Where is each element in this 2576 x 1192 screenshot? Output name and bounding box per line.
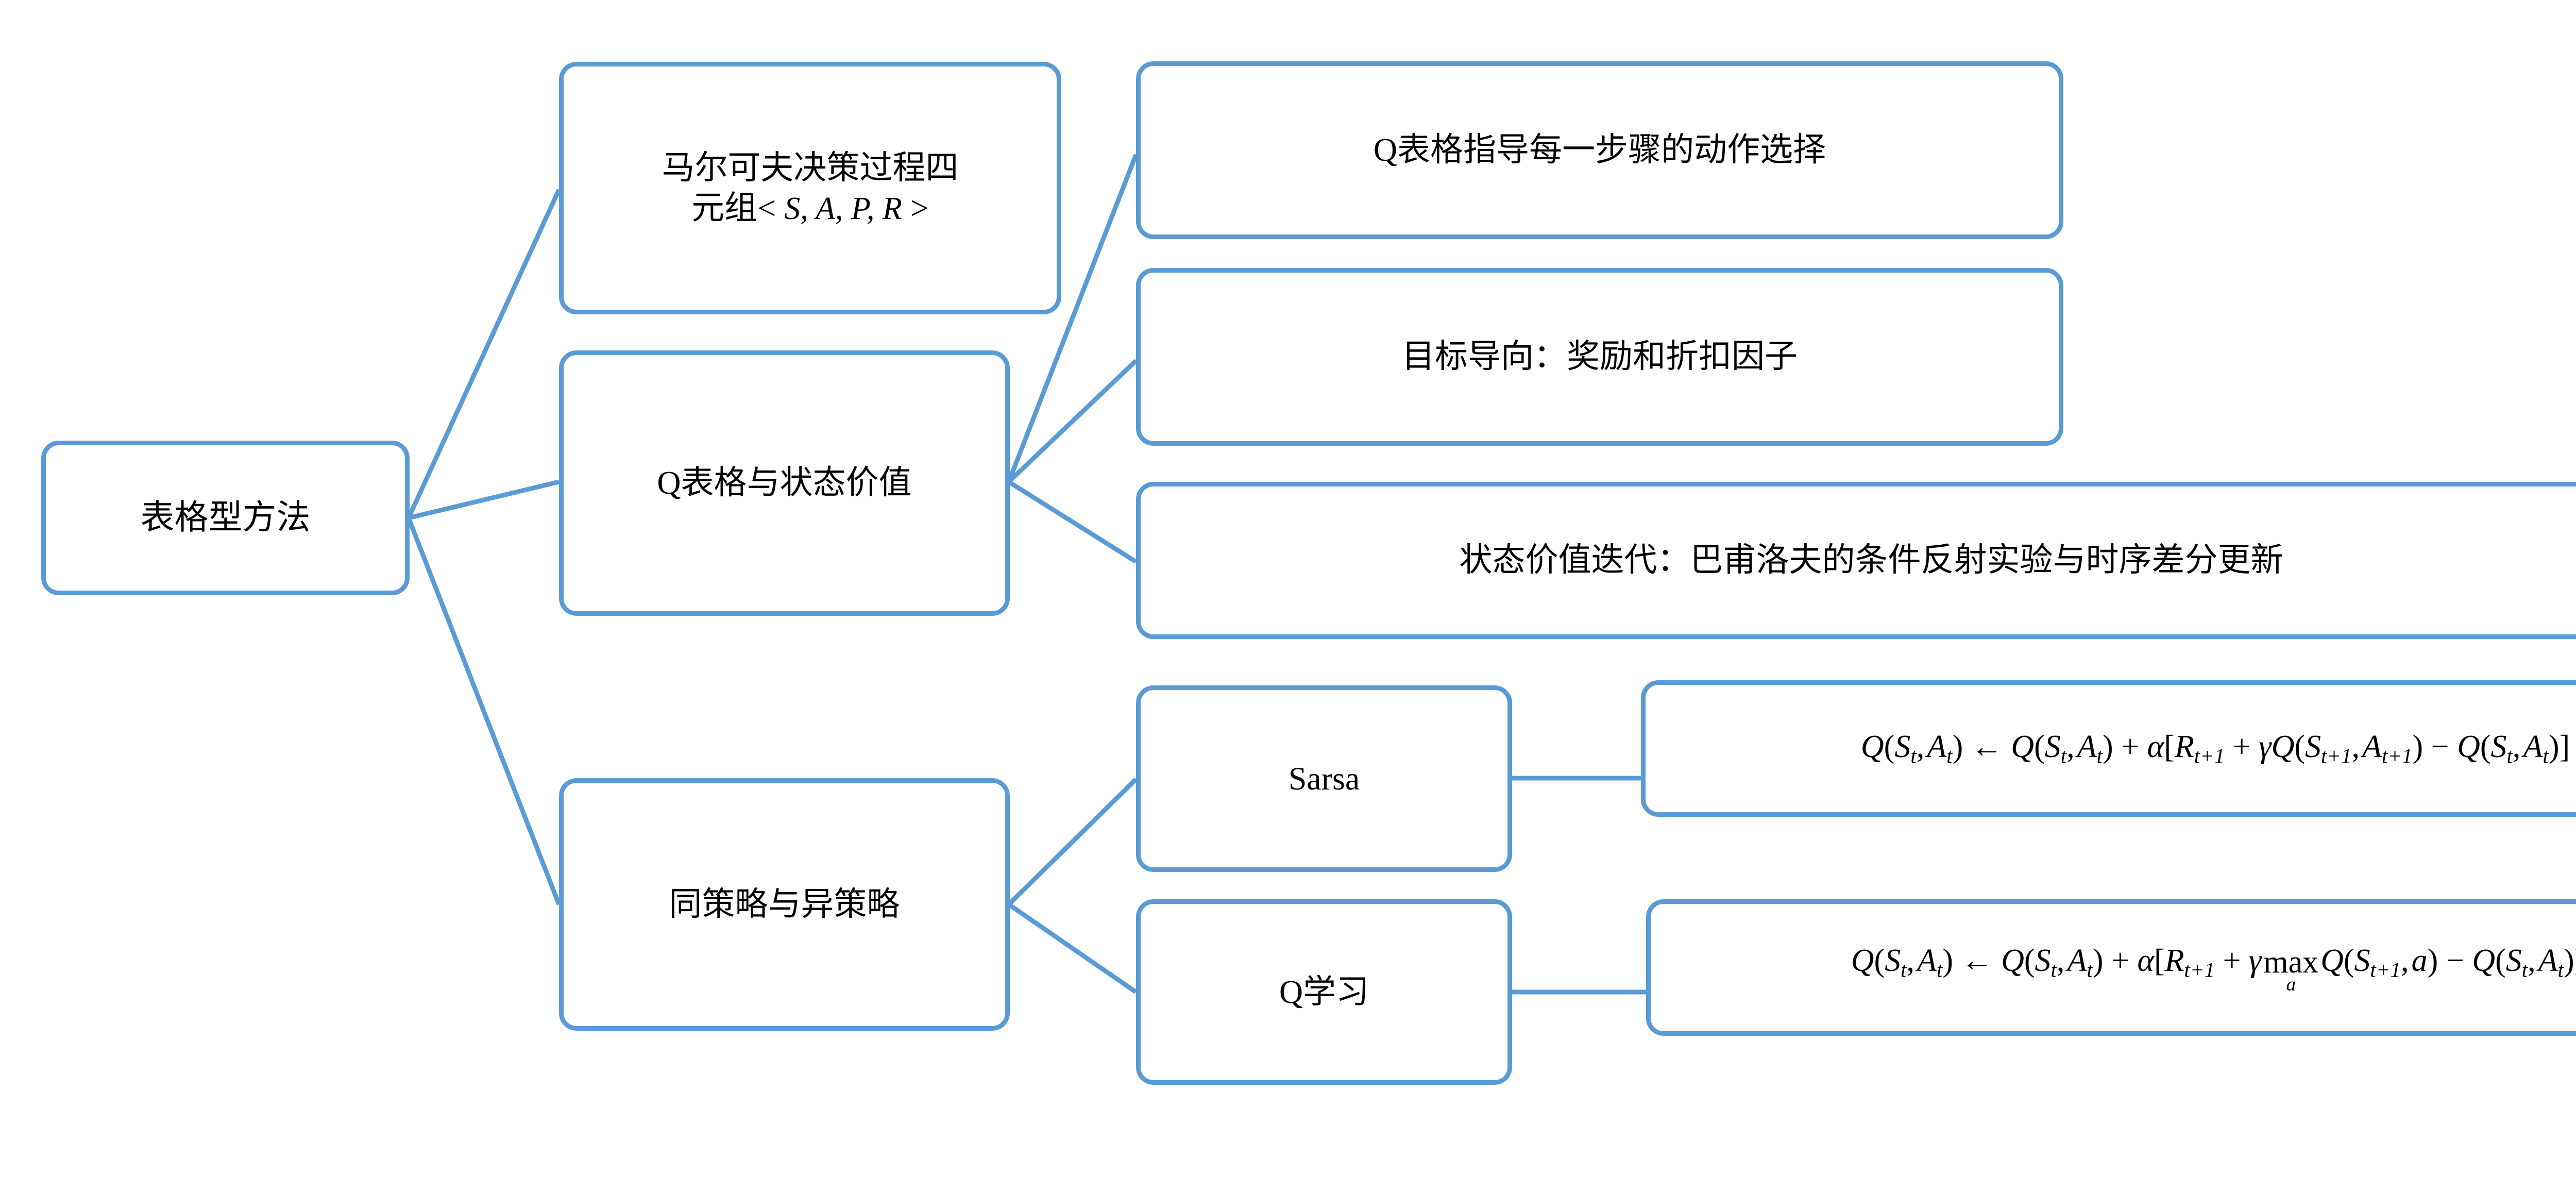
- formula-sarsa-expression: Q(St, At) ← Q(St, At) + α[Rt+1 + γQ(St+1…: [1860, 729, 2570, 768]
- node-sarsa[interactable]: Sarsa: [1136, 685, 1512, 872]
- node-action-selection[interactable]: Q表格指导每一步骤的动作选择: [1136, 61, 2063, 239]
- node-mdp-label: 马尔可夫决策过程四 元组< S, A, P, R >: [564, 148, 1057, 229]
- node-qtable[interactable]: Q表格与状态价值: [559, 350, 1010, 616]
- node-goal-oriented[interactable]: 目标导向：奖励和折扣因子: [1136, 268, 2063, 446]
- node-formula-sarsa[interactable]: Q(St, At) ← Q(St, At) + α[Rt+1 + γQ(St+1…: [1641, 680, 2576, 817]
- node-qlearning-label: Q学习: [1279, 973, 1369, 1010]
- node-root[interactable]: 表格型方法: [41, 441, 410, 595]
- edge-root-to-qtable: [408, 479, 560, 521]
- node-qtable-label: Q表格与状态价值: [657, 464, 912, 501]
- edge-policy-to-sarsa: [1007, 777, 1138, 906]
- node-value-iteration[interactable]: 状态价值迭代：巴甫洛夫的条件反射实验与时序差分更新: [1136, 482, 2576, 639]
- edge-qtable-to-valueiter: [1007, 480, 1138, 564]
- node-mdp-line1: 马尔可夫决策过程四: [662, 149, 959, 186]
- edge-root-to-policy: [406, 517, 562, 905]
- edge-policy-to-qlearning: [1007, 902, 1138, 994]
- node-mdp[interactable]: 马尔可夫决策过程四 元组< S, A, P, R >: [559, 62, 1061, 314]
- node-mdp-tuple-math: S, A, P, R: [784, 191, 902, 226]
- node-action-selection-label: Q表格指导每一步骤的动作选择: [1373, 131, 1826, 169]
- node-sarsa-label: Sarsa: [1288, 760, 1360, 797]
- node-mdp-line2: 元组< S, A, P, R >: [691, 189, 929, 226]
- node-qlearning[interactable]: Q学习: [1136, 899, 1512, 1085]
- node-policy-label: 同策略与异策略: [669, 885, 900, 922]
- node-value-iteration-label: 状态价值迭代：巴甫洛夫的条件反射实验与时序差分更新: [1459, 542, 2284, 579]
- node-policy[interactable]: 同策略与异策略: [559, 778, 1010, 1031]
- edge-qtable-to-goal: [1007, 359, 1138, 484]
- node-root-label: 表格型方法: [140, 498, 311, 536]
- node-goal-oriented-label: 目标导向：奖励和折扣因子: [1402, 338, 1798, 375]
- edge-root-to-mdp: [406, 189, 562, 519]
